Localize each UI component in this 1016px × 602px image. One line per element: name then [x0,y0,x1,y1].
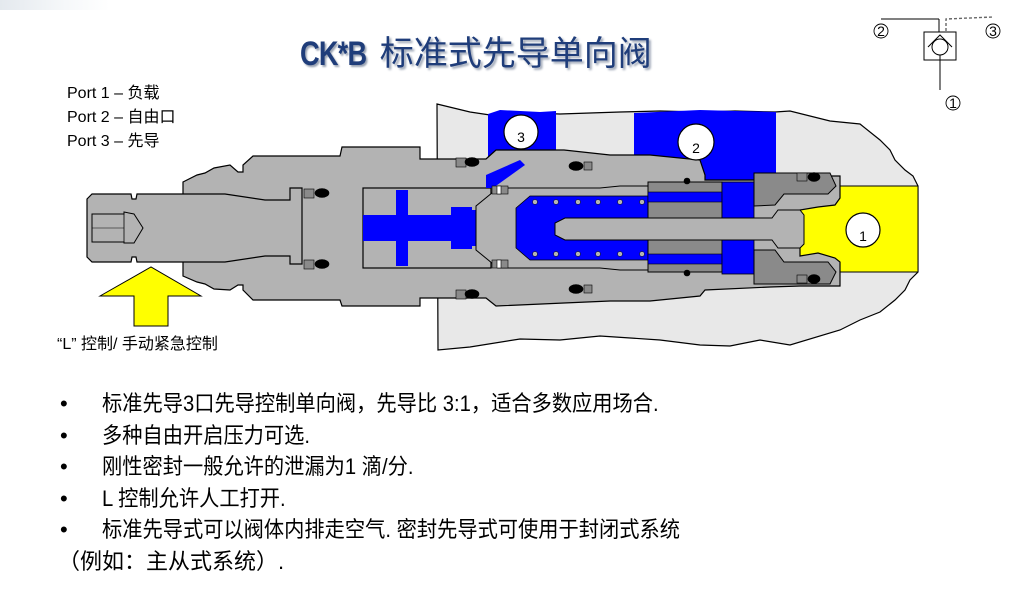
feature-item-continuation: （例如：主从式系统）. [58,548,285,574]
feature-item: • 标准先导3口先导控制单向阀，先导比 3:1，适合多数应用场合. [58,388,998,420]
feature-item: • 多种自由开启压力可选. [58,420,998,452]
pilot-passage [486,160,525,188]
corner-decoration [0,0,110,10]
svg-text:2: 2 [877,23,885,39]
svg-text:1: 1 [859,228,867,244]
symbol-port-3: 3 [985,23,1001,39]
bullet-icon: • [60,391,68,416]
slide-title: CK*B 标准式先导单向阀 [300,26,740,74]
model-code: CK*B [300,35,367,73]
hex-socket [91,211,144,244]
o-ring-seals [303,157,821,300]
port-legend-item: Port 1 – 负载 [67,85,160,102]
feature-item: • L 控制允许人工打开. [58,483,998,515]
poppet-stem [554,209,805,249]
check-ball-icon [931,38,949,56]
port-legend-item: Port 3 – 先导 [67,133,160,150]
manual-override-stem [86,187,303,265]
port-marker-3: 3 [503,114,539,150]
svg-text:2: 2 [692,140,700,156]
feature-list: • 标准先导3口先导控制单向阀，先导比 3:1，适合多数应用场合. • 多种自由… [58,388,998,577]
svg-text:1: 1 [949,95,957,111]
port-marker-1: 1 [845,212,881,248]
svg-text:3: 3 [989,23,997,39]
bullet-icon: • [60,517,68,542]
svg-text:3: 3 [517,129,525,145]
manual-control-arrow-icon [98,266,203,327]
title-text: 标准式先导单向阀 [379,34,652,74]
bullet-icon: • [60,485,68,511]
spring-icon [532,199,645,257]
feature-item: • 标准先导式可以阀体内排走空气. 密封先导式可使用于封闭式系统 [58,514,998,546]
bullet-icon: • [60,454,68,479]
port-marker-2: 2 [677,123,715,161]
bullet-icon: • [60,422,68,448]
port-legend: Port 1 – 负载 Port 2 – 自由口 Port 3 – 先导 [67,82,175,154]
symbol-port-2: 2 [873,23,889,39]
manual-control-label: “L” 控制/ 手动紧急控制 [57,336,218,353]
hydraulic-symbol: 2 3 1 [873,16,1001,111]
feature-item: • 刚性密封一般允许的泄漏为1 滴/分. [58,451,998,483]
pilot-chamber [363,215,461,241]
port-legend-item: Port 2 – 自由口 [67,109,176,126]
symbol-port-1: 1 [945,95,961,111]
